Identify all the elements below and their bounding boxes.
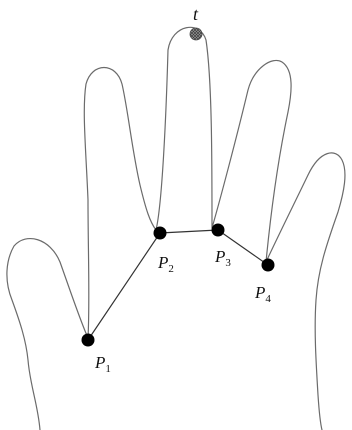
point-p1: [82, 334, 95, 347]
label-p1: P1: [94, 353, 111, 375]
tip-label: t: [193, 4, 199, 24]
label-p4: P4: [254, 283, 271, 305]
label-p2-index: 2: [168, 263, 174, 275]
label-p3: P3: [214, 247, 231, 269]
label-p4-index: 4: [265, 293, 271, 305]
label-p2: P2: [157, 253, 174, 275]
label-p1-letter: P: [94, 353, 105, 372]
keypoint-connector-lines: [88, 230, 268, 340]
point-p3: [212, 224, 225, 237]
hand-outline: [7, 27, 345, 430]
label-p2-letter: P: [157, 253, 168, 272]
label-p4-letter: P: [254, 283, 265, 302]
point-p4: [262, 259, 275, 272]
fingertip-marker-icon: [190, 28, 202, 40]
label-p3-letter: P: [214, 247, 225, 266]
label-p3-index: 3: [225, 257, 231, 269]
point-p2: [154, 227, 167, 240]
label-p1-index: 1: [105, 363, 111, 375]
